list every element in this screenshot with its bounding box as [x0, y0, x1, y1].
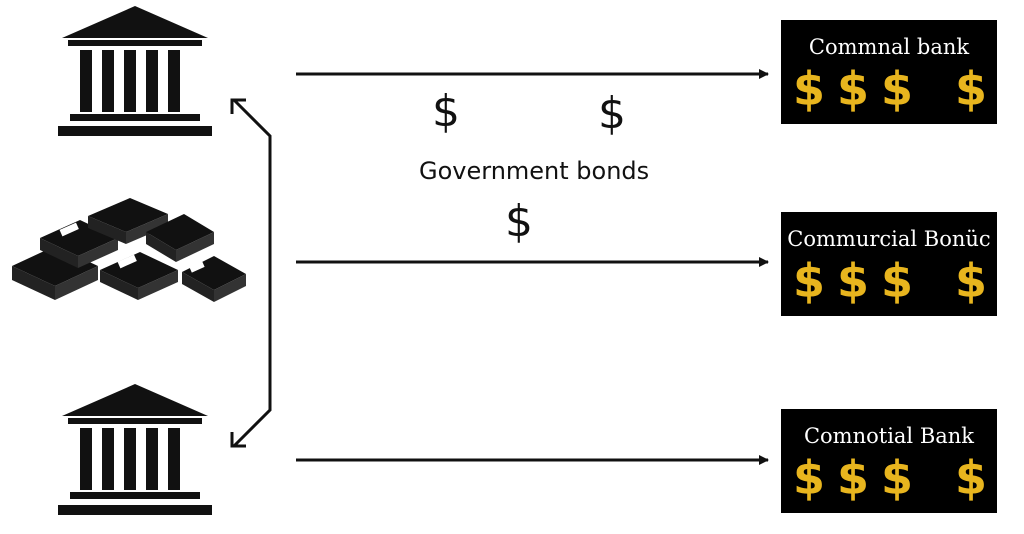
gold-dollar-icon: $	[837, 254, 870, 308]
gold-dollar-icon: $	[793, 451, 826, 505]
bank-name: Commurcial Bonüc	[787, 227, 991, 251]
gold-dollar-icon: $	[793, 62, 826, 116]
gold-dollar-icon: $	[881, 451, 914, 505]
commercial-bank-box-3: Comnotial Bank $ $ $ $	[781, 409, 997, 513]
gold-dollar-icon: $	[881, 62, 914, 116]
gold-dollar-icon: $	[955, 62, 988, 116]
gold-dollar-icon: $	[955, 451, 988, 505]
gold-dollar-icon: $	[837, 62, 870, 116]
cash-stack-icon	[12, 198, 246, 302]
gold-dollar-icon: $	[881, 254, 914, 308]
dollar-icon: $	[505, 196, 533, 247]
dollar-icon: $	[598, 88, 626, 139]
central-bank-icon	[58, 384, 212, 515]
bank-name: Comnotial Bank	[803, 424, 975, 448]
commercial-bank-box-2: Commurcial Bonüc $ $ $ $	[781, 212, 997, 316]
arrowhead-down-icon	[230, 432, 246, 448]
bank-name: Commnal bank	[808, 35, 970, 59]
commercial-bank-box-1: Commnal bank $ $ $ $	[781, 20, 997, 124]
arrowhead-up-icon	[230, 98, 246, 114]
double-arrow-icon	[232, 98, 272, 448]
dollar-icon: $	[432, 86, 460, 137]
government-bonds-label: Government bonds	[419, 157, 650, 185]
gold-dollar-icon: $	[837, 451, 870, 505]
central-bank-icon	[58, 6, 212, 136]
gold-dollar-icon: $	[793, 254, 826, 308]
gold-dollar-icon: $	[955, 254, 988, 308]
